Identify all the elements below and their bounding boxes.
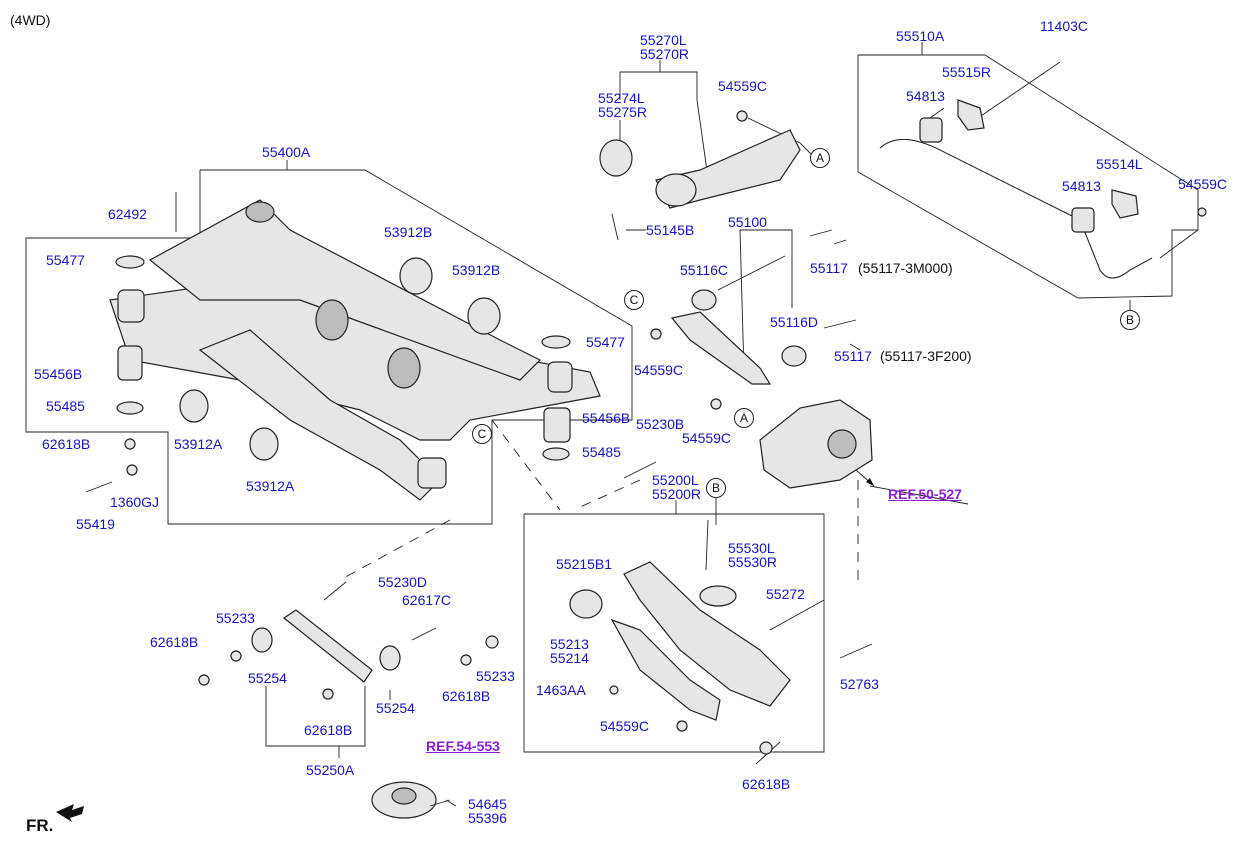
part-52763[interactable]: 52763 [840, 676, 879, 692]
part-55200r[interactable]: 55200R [652, 486, 702, 502]
part-55200l[interactable]: 55200L [652, 472, 699, 488]
subframe-drawing [109, 199, 601, 501]
part-55250a[interactable]: 55250A [306, 762, 355, 778]
part-55272[interactable]: 55272 [766, 586, 805, 602]
part-55485-left[interactable]: 55485 [46, 398, 85, 414]
part-55254-b[interactable]: 55254 [376, 700, 415, 716]
front-direction-label: FR. [26, 816, 54, 835]
part-55254-a[interactable]: 55254 [248, 670, 287, 686]
callout-a-knuckle: A [734, 408, 754, 428]
part-55214[interactable]: 55214 [550, 650, 589, 666]
part-55215b1[interactable]: 55215B1 [556, 556, 613, 572]
part-62618b-2[interactable]: 62618B [150, 634, 199, 650]
part-55456b-left[interactable]: 55456B [34, 366, 83, 382]
part-55230b[interactable]: 55230B [636, 416, 685, 432]
part-62618b-4[interactable]: 62618B [442, 688, 491, 704]
knuckle-drawing [759, 399, 873, 489]
part-55233-a[interactable]: 55233 [216, 610, 255, 626]
part-55270l[interactable]: 55270L [640, 32, 687, 48]
stabilizer-bar-drawing [879, 99, 1207, 279]
bushing-parts [85, 192, 657, 493]
part-55530r[interactable]: 55530R [728, 554, 778, 570]
part-55100[interactable]: 55100 [728, 214, 767, 230]
part-55400a[interactable]: 55400A [262, 144, 311, 160]
part-55117-a[interactable]: 55117 [810, 260, 848, 276]
part-55396[interactable]: 55396 [468, 810, 507, 826]
part-55274l[interactable]: 55274L [598, 90, 645, 106]
callout-a-top: A [810, 148, 830, 168]
part-55510a[interactable]: 55510A [896, 28, 945, 44]
part-55233-b[interactable]: 55233 [476, 668, 515, 684]
lower-control-arm-drawing [569, 519, 873, 732]
part-54559c-right[interactable]: 54559C [1178, 176, 1228, 192]
part-55145b[interactable]: 55145B [646, 222, 695, 238]
part-55477-right[interactable]: 55477 [586, 334, 625, 350]
part-55230d[interactable]: 55230D [378, 574, 428, 590]
part-55117-b-note: (55117-3F200) [880, 348, 972, 364]
part-54559c-top[interactable]: 54559C [718, 78, 768, 94]
part-55485-right[interactable]: 55485 [582, 444, 621, 460]
part-62617c[interactable]: 62617C [402, 592, 452, 608]
part-54559c-low[interactable]: 54559C [600, 718, 650, 734]
part-55419[interactable]: 55419 [76, 516, 115, 532]
callout-b-right: B [1120, 310, 1140, 330]
lateral-link-drawing [198, 581, 773, 755]
part-54559c-mid2[interactable]: 54559C [682, 430, 732, 446]
front-arrow-icon [56, 804, 84, 822]
callout-c-arm: C [624, 290, 644, 310]
part-54645[interactable]: 54645 [468, 796, 507, 812]
part-55116d[interactable]: 55116D [770, 314, 819, 330]
part-54813-b[interactable]: 54813 [1062, 178, 1101, 194]
part-62492[interactable]: 62492 [108, 206, 147, 222]
part-11403c[interactable]: 11403C [1040, 18, 1089, 34]
part-53912b-2[interactable]: 53912B [452, 262, 501, 278]
part-55213[interactable]: 55213 [550, 636, 589, 652]
variant-label: (4WD) [10, 12, 51, 28]
part-55514l[interactable]: 55514L [1096, 156, 1143, 172]
part-54559c-mid1[interactable]: 54559C [634, 362, 684, 378]
ref-50-527-link[interactable]: REF.50-527 [888, 486, 962, 502]
part-55456b-right[interactable]: 55456B [582, 410, 631, 426]
part-55477-left[interactable]: 55477 [46, 252, 85, 268]
part-1463aa[interactable]: 1463AA [536, 682, 586, 698]
callout-c-frame: C [472, 424, 492, 444]
part-62618b-3[interactable]: 62618B [304, 722, 353, 738]
part-55117-a-note: (55117-3M000) [858, 260, 953, 276]
part-55116c[interactable]: 55116C [680, 262, 729, 278]
trailing-arm-drawing [599, 110, 801, 241]
lower-arm-drawing [650, 229, 857, 410]
part-53912a-2[interactable]: 53912A [246, 478, 295, 494]
part-55275r[interactable]: 55275R [598, 104, 648, 120]
part-53912a-1[interactable]: 53912A [174, 436, 223, 452]
part-53912b-1[interactable]: 53912B [384, 224, 433, 240]
part-1360gj[interactable]: 1360GJ [110, 494, 160, 510]
mount-drawing [371, 781, 457, 819]
part-55515r[interactable]: 55515R [942, 64, 992, 80]
part-54813-a[interactable]: 54813 [906, 88, 945, 104]
part-55117-b[interactable]: 55117 [834, 348, 872, 364]
part-55270r[interactable]: 55270R [640, 46, 690, 62]
leader-lines [25, 42, 1199, 765]
part-55530l[interactable]: 55530L [728, 540, 775, 556]
ref-54-553-link[interactable]: REF.54-553 [426, 738, 500, 754]
part-62618b-1[interactable]: 62618B [42, 436, 91, 452]
part-62618b-right[interactable]: 62618B [742, 776, 791, 792]
callout-b-link: B [706, 478, 726, 498]
